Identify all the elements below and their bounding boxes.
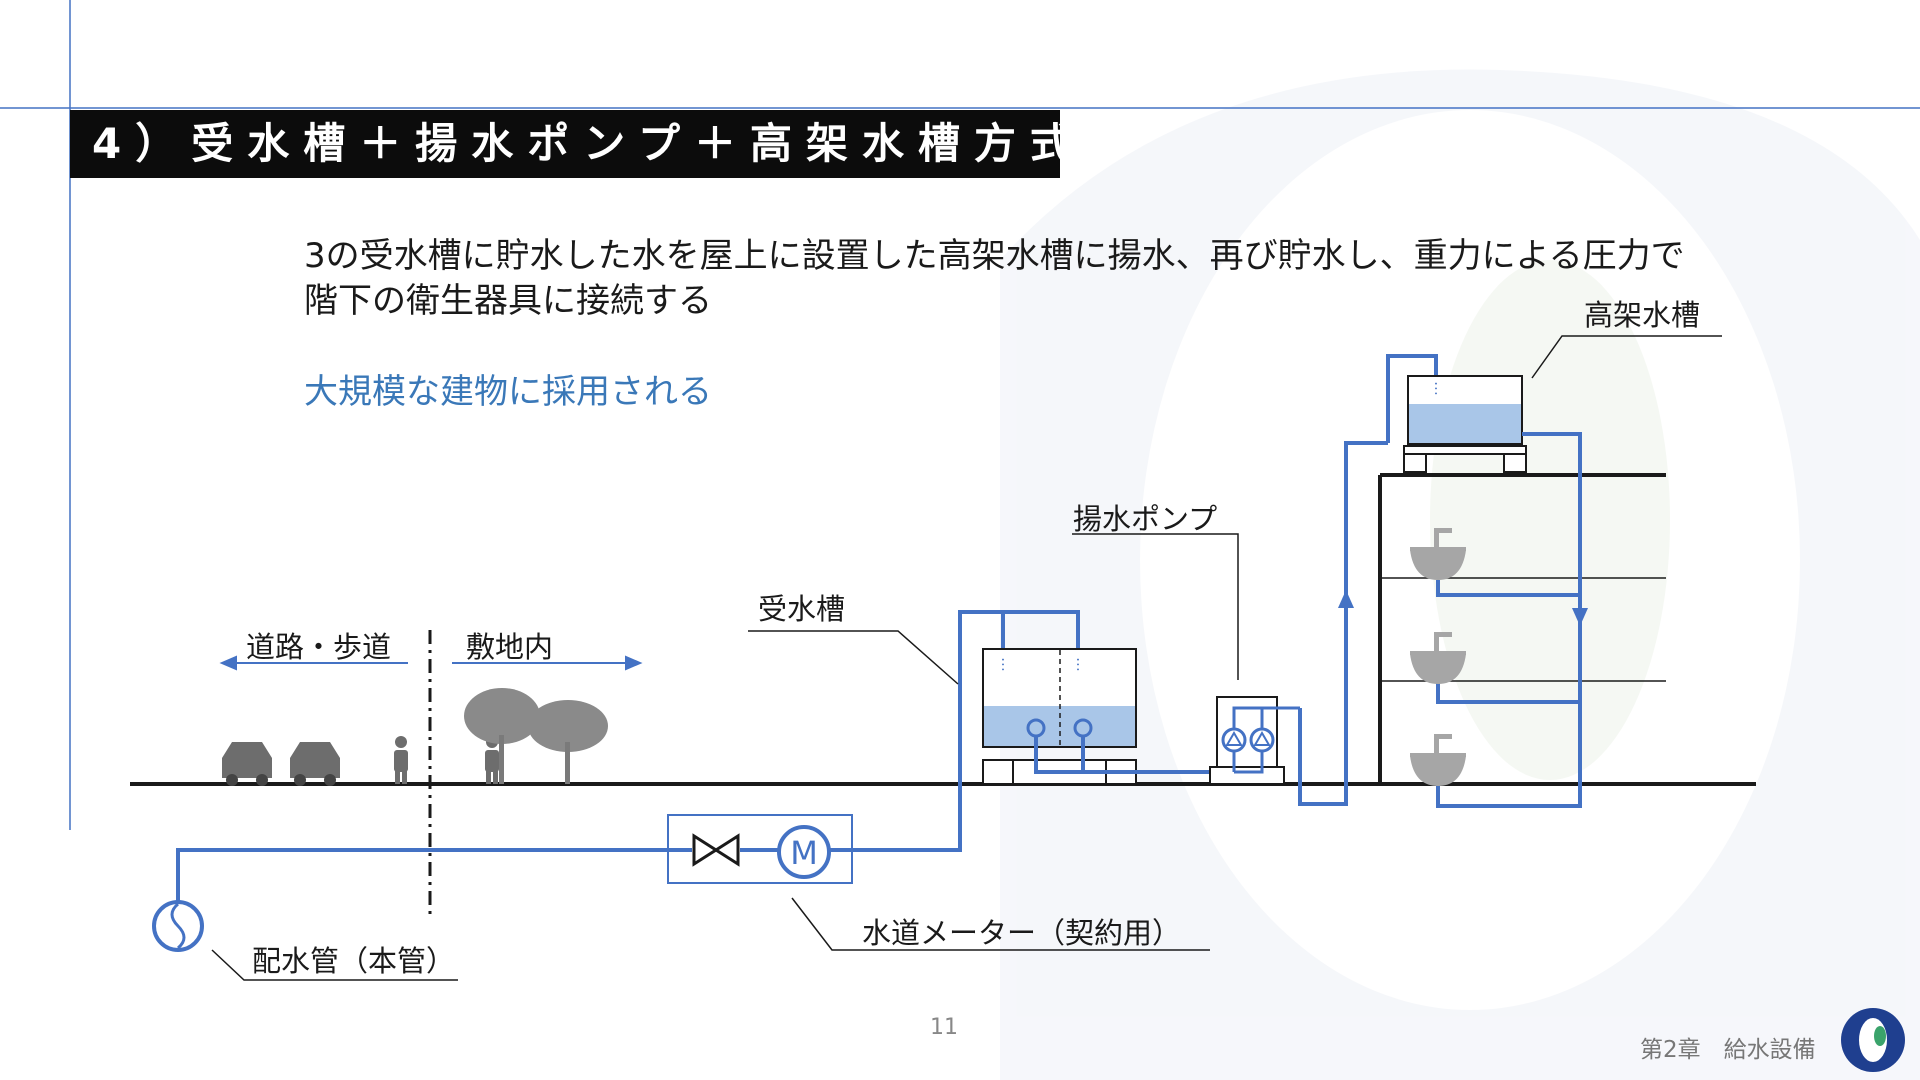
gate-valve-icon bbox=[713, 833, 740, 867]
water-meter-box bbox=[667, 814, 853, 884]
supply-pipe bbox=[176, 848, 668, 902]
sink-icon bbox=[1410, 632, 1466, 684]
label-elevated-tank: 高架水槽 bbox=[1584, 298, 1701, 332]
description-line: 3の受水槽に貯水した水を屋上に設置した高架水槽に揚水、再び貯水し、重力による圧力… bbox=[304, 236, 1685, 276]
main-pipe-symbol bbox=[152, 900, 204, 952]
lift-pipe bbox=[1386, 354, 1438, 443]
svg-text:︙: ︙ bbox=[1429, 382, 1443, 398]
flow-arrow-icon bbox=[1572, 608, 1588, 626]
lift-pipe bbox=[1298, 441, 1388, 806]
tree-icon bbox=[528, 700, 608, 784]
leader-line-pump bbox=[1072, 533, 1239, 680]
supply-pipe bbox=[852, 610, 1080, 852]
svg-text:︙: ︙ bbox=[1071, 658, 1085, 674]
label-water-meter: 水道メーター（契約用） bbox=[862, 916, 1182, 950]
company-logo bbox=[1841, 1008, 1905, 1072]
label-receiving-tank: 受水槽 bbox=[758, 592, 846, 626]
pedestrian-icon bbox=[394, 736, 408, 784]
road-arrow bbox=[219, 655, 408, 671]
site-arrow bbox=[452, 655, 643, 671]
gate-valve-icon bbox=[692, 833, 719, 867]
branch-pipe bbox=[1436, 682, 1580, 704]
flow-arrow-icon bbox=[1338, 590, 1354, 608]
car-icon bbox=[290, 742, 340, 786]
sink-icon bbox=[1410, 734, 1466, 786]
leader-line-elevated-tank bbox=[1531, 335, 1722, 379]
label-main-pipe: 配水管（本管） bbox=[252, 944, 456, 978]
slide-title: 4）受水槽＋揚水ポンプ＋高架水槽方式 bbox=[70, 110, 1072, 178]
slide-description: 3の受水槽に貯水した水を屋上に設置した高架水槽に揚水、再び貯水し、重力による圧力… bbox=[304, 234, 1685, 324]
outlet-pipe bbox=[1034, 735, 1234, 774]
highlight-text: 大規模な建物に採用される bbox=[304, 372, 712, 412]
down-pipe bbox=[1436, 432, 1582, 808]
pump-pipe bbox=[1232, 706, 1300, 729]
leader-line-receiving-tank bbox=[748, 630, 959, 685]
pump-pipe bbox=[1234, 751, 1264, 774]
label-lift-pump: 揚水ポンプ bbox=[1073, 502, 1218, 536]
branch-pipe bbox=[1436, 580, 1580, 597]
meter-symbol-letter: M bbox=[790, 834, 818, 872]
chapter-label: 第2章 給水設備 bbox=[1640, 1037, 1816, 1063]
description-line: 階下の衛生器具に接続する bbox=[304, 281, 712, 321]
sink-icon bbox=[1410, 528, 1466, 580]
car-icon bbox=[222, 742, 272, 786]
receiving-tank: ︙ ︙ bbox=[982, 648, 1137, 785]
tree-icon bbox=[464, 688, 540, 784]
page-number: 11 bbox=[930, 1015, 958, 1040]
leader-line-main-pipe bbox=[211, 949, 458, 981]
elevated-tank: ︙ bbox=[1403, 375, 1527, 473]
label-road: 道路・歩道 bbox=[246, 630, 392, 664]
svg-text:︙: ︙ bbox=[996, 658, 1010, 674]
leader-line-meter bbox=[791, 897, 1210, 951]
label-site: 敷地内 bbox=[466, 630, 554, 664]
